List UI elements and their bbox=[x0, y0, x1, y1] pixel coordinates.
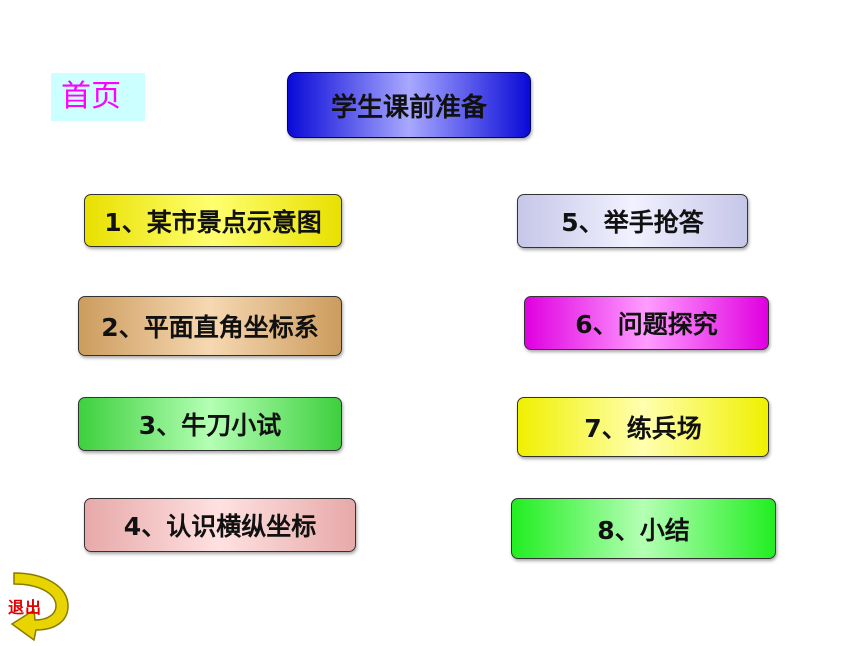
menu-button-scenic-map[interactable]: 1、某市景点示意图 bbox=[84, 194, 342, 247]
menu-button-recognize-coordinates[interactable]: 4、认识横纵坐标 bbox=[84, 498, 356, 552]
menu-button-quick-answer[interactable]: 5、举手抢答 bbox=[517, 194, 748, 248]
menu-button-quick-try[interactable]: 3、牛刀小试 bbox=[78, 397, 342, 451]
exit-button[interactable]: 退出 bbox=[4, 570, 72, 642]
curved-return-arrow-icon bbox=[10, 572, 69, 642]
menu-button-summary[interactable]: 8、小结 bbox=[511, 498, 776, 559]
home-label[interactable]: 首页 bbox=[51, 73, 145, 121]
student-preparation-button[interactable]: 学生课前准备 bbox=[287, 72, 531, 138]
menu-button-coordinate-system[interactable]: 2、平面直角坐标系 bbox=[78, 296, 342, 356]
menu-button-practice[interactable]: 7、练兵场 bbox=[517, 397, 769, 457]
exit-label: 退出 bbox=[8, 598, 43, 617]
menu-button-problem-exploration[interactable]: 6、问题探究 bbox=[524, 296, 769, 350]
